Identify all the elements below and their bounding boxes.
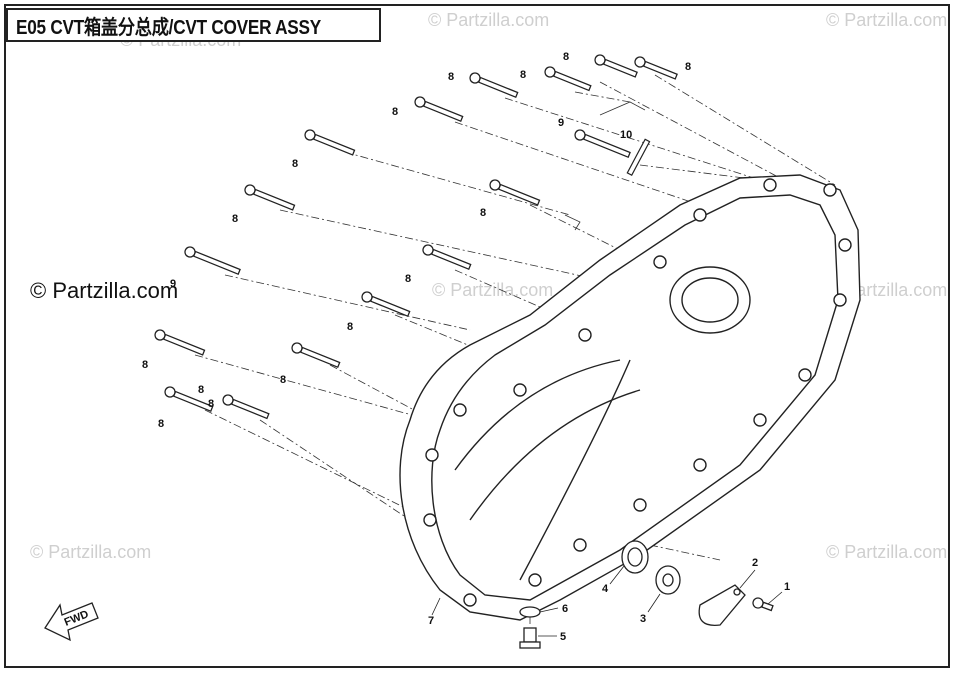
watermark: © Partzilla.com <box>826 542 948 562</box>
callout-8: 8 <box>347 321 353 333</box>
diagram-title-box: E05 CVT箱盖分总成/CVT COVER ASSY <box>6 8 381 42</box>
callout-8: 8 <box>392 106 398 118</box>
watermark: © Partzilla.com <box>432 280 554 300</box>
callout-10: 10 <box>620 129 632 141</box>
callout-8: 8 <box>232 213 238 225</box>
callout-8: 8 <box>480 207 486 219</box>
callout-5: 5 <box>560 631 566 643</box>
callout-6: 6 <box>562 603 568 615</box>
diagram-title: E05 CVT箱盖分总成/CVT COVER ASSY <box>16 16 321 39</box>
copyright-text: © Partzilla.com <box>30 278 179 303</box>
callout-8: 8 <box>280 374 286 386</box>
callout-4: 4 <box>602 583 609 595</box>
callout-8: 8 <box>448 71 454 83</box>
callout-8: 8 <box>685 61 691 73</box>
callout-8: 8 <box>520 69 526 81</box>
fwd-arrow-icon: FWD <box>44 602 99 642</box>
watermark: © Partzilla.com <box>826 10 948 30</box>
watermark: © Partzilla.com <box>30 542 152 562</box>
callout-2: 2 <box>752 557 758 569</box>
callout-3: 3 <box>640 613 646 625</box>
callout-labels: 8 8 8 8 8 9 10 8 8 8 8 9 8 8 8 8 8 8 7 6… <box>142 51 790 643</box>
callout-1: 1 <box>784 581 790 593</box>
watermark: © Partzilla.com <box>428 10 550 30</box>
callout-9: 9 <box>170 278 176 290</box>
callout-9: 9 <box>558 117 564 129</box>
callout-8: 8 <box>563 51 569 63</box>
callout-8: 8 <box>158 418 164 430</box>
callout-8: 8 <box>142 359 148 371</box>
diagram-frame <box>4 4 950 668</box>
callout-8: 8 <box>208 398 214 410</box>
callout-8: 8 <box>292 158 298 170</box>
callout-8: 8 <box>405 273 411 285</box>
callout-8: 8 <box>198 384 204 396</box>
callout-7: 7 <box>428 615 434 627</box>
